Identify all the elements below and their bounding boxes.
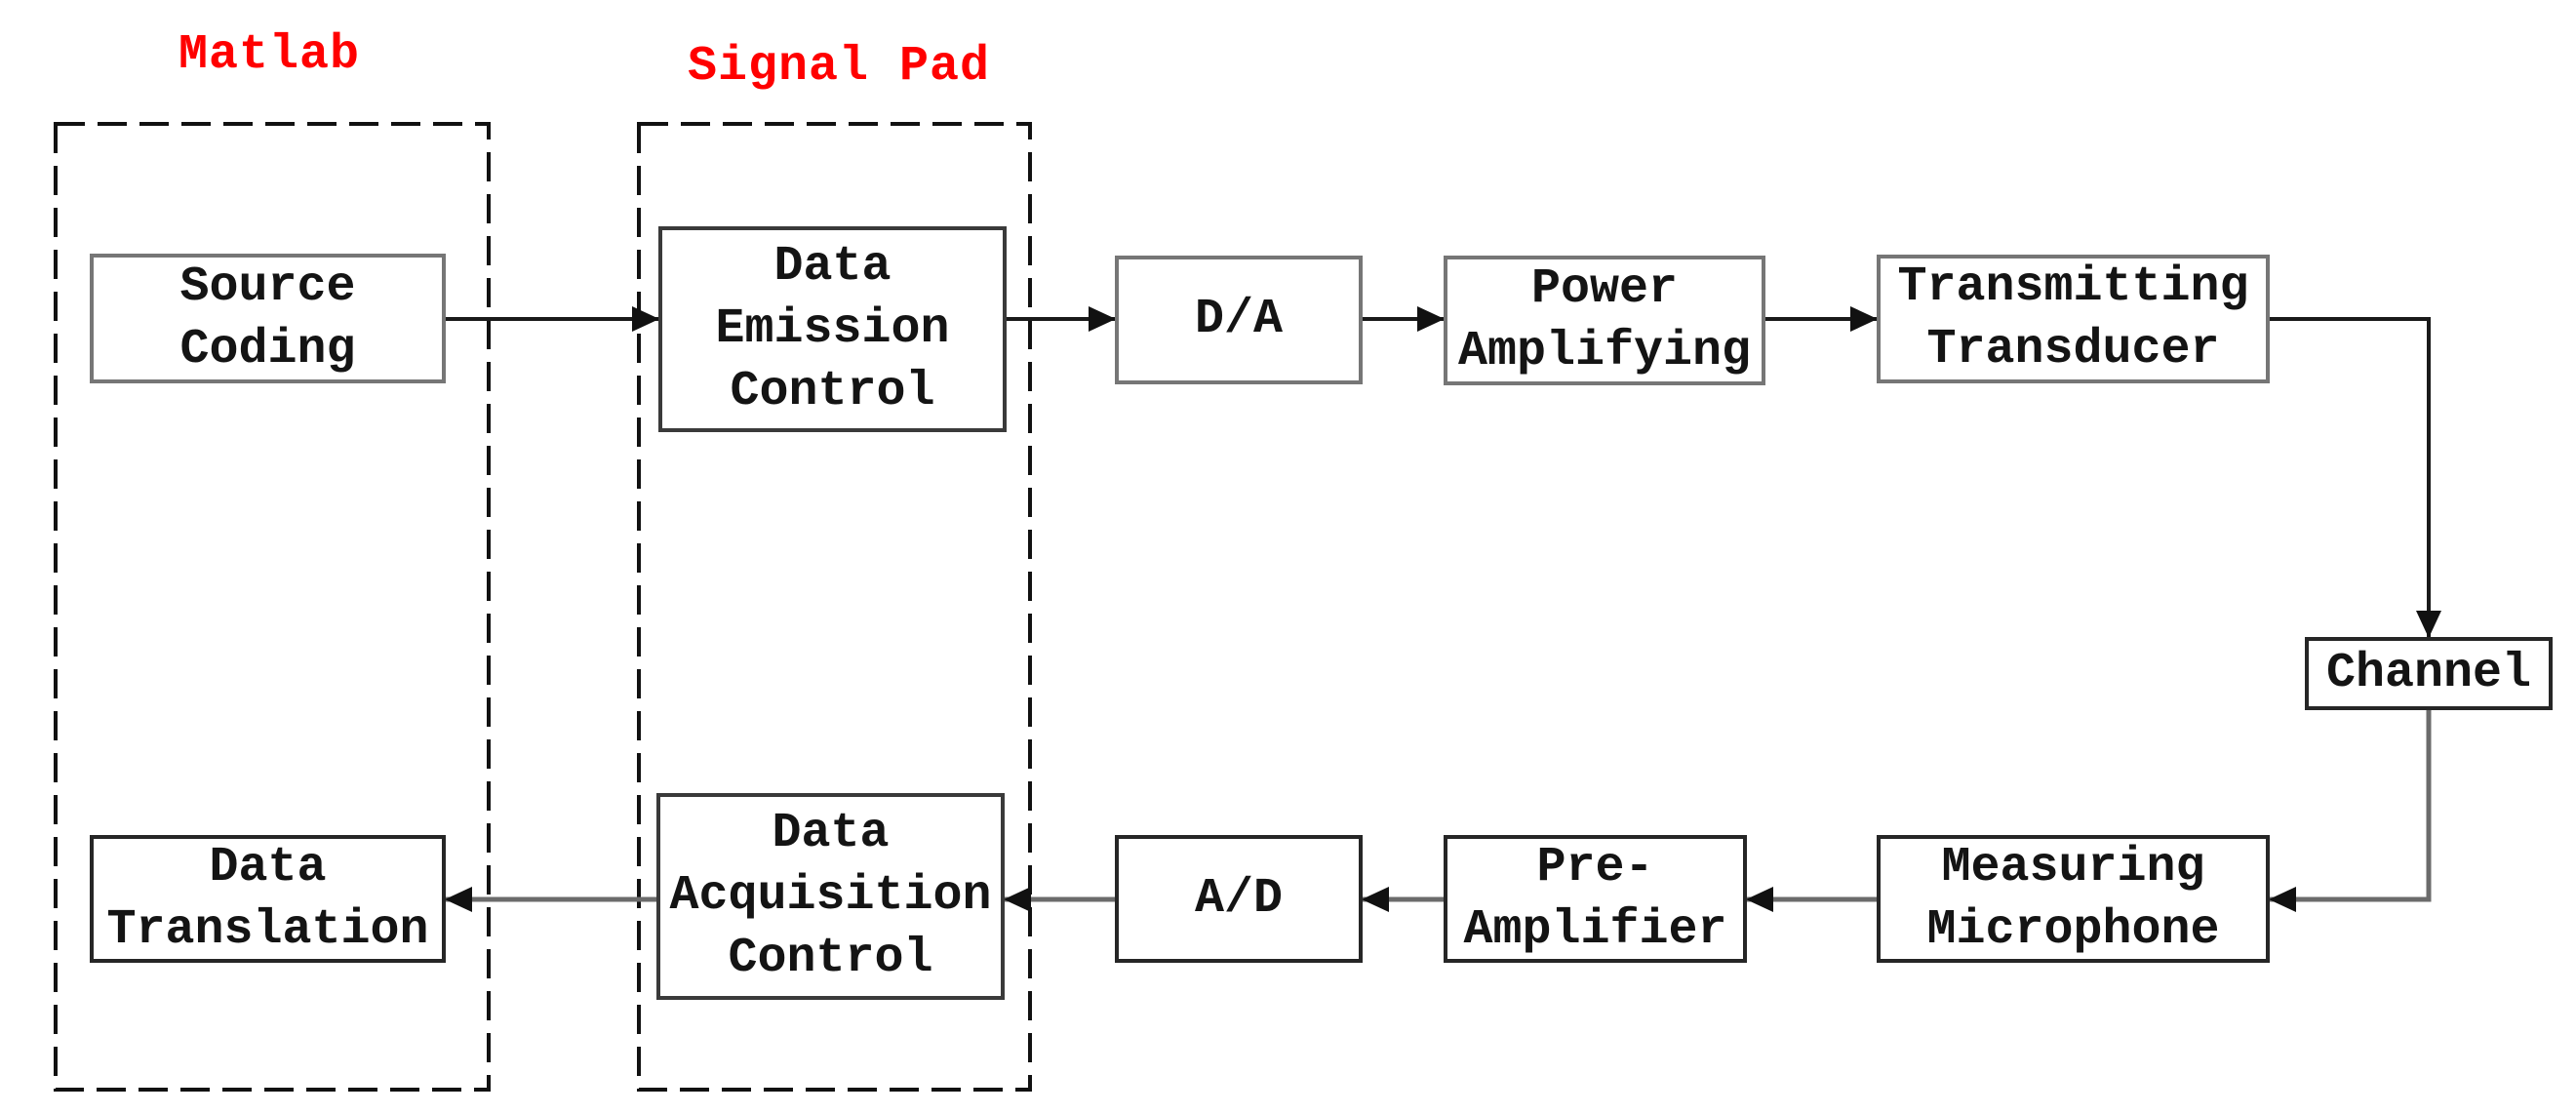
node-label-line: Coding (179, 321, 356, 378)
node-label-line: Control (728, 931, 933, 986)
node-label-line: Measuring (1941, 839, 2205, 895)
node-label-line: Amplifying (1457, 323, 1752, 379)
node-label-line: Translation (106, 901, 429, 958)
node-measuring-microphone: Measuring Microphone (1877, 835, 2270, 963)
connector-channel-to-measuring-microphone (2269, 710, 2432, 912)
connector-transmitting-transducer-to-channel (2270, 317, 2441, 638)
node-channel: Channel (2305, 637, 2553, 710)
node-label-line: Transducer (1926, 322, 2220, 378)
group-label-matlab: Matlab (178, 27, 361, 83)
node-source-coding: Source Coding (90, 254, 446, 383)
node-data-translation: Data Translation (90, 835, 446, 963)
node-label-line: Data (209, 839, 327, 895)
node-label-line: A/D (1194, 870, 1283, 927)
node-label-line: Pre- (1536, 839, 1654, 895)
node-label-line: Transmitting (1897, 259, 2249, 315)
node-label-line: Channel (2325, 645, 2532, 701)
node-power-amplifying: Power Amplifying (1444, 256, 1765, 385)
node-label-line: D/A (1194, 292, 1283, 347)
node-label-line: Emission (715, 300, 950, 357)
node-transmitting-transducer: Transmitting Transducer (1877, 255, 2270, 383)
node-ad-converter: A/D (1115, 835, 1363, 963)
node-label-line: Data (772, 806, 890, 861)
node-label-line: Microphone (1926, 901, 2220, 958)
node-data-acquisition-control: Data Acquisition Control (656, 793, 1005, 1000)
node-label-line: Acquisition (669, 868, 992, 924)
group-border-matlab (54, 122, 491, 1092)
node-pre-amplifier: Pre- Amplifier (1444, 835, 1747, 963)
node-label-line: Source (179, 259, 356, 315)
node-label-line: Power (1530, 260, 1679, 317)
node-label-line: Control (730, 363, 935, 419)
node-label-line: Amplifier (1463, 901, 1727, 958)
group-border-signal-pad (637, 122, 1032, 1092)
node-label-line: Data (773, 238, 892, 295)
group-label-signal-pad: Signal Pad (688, 39, 991, 95)
node-da-converter: D/A (1115, 256, 1363, 384)
node-data-emission-control: Data Emission Control (658, 226, 1007, 432)
